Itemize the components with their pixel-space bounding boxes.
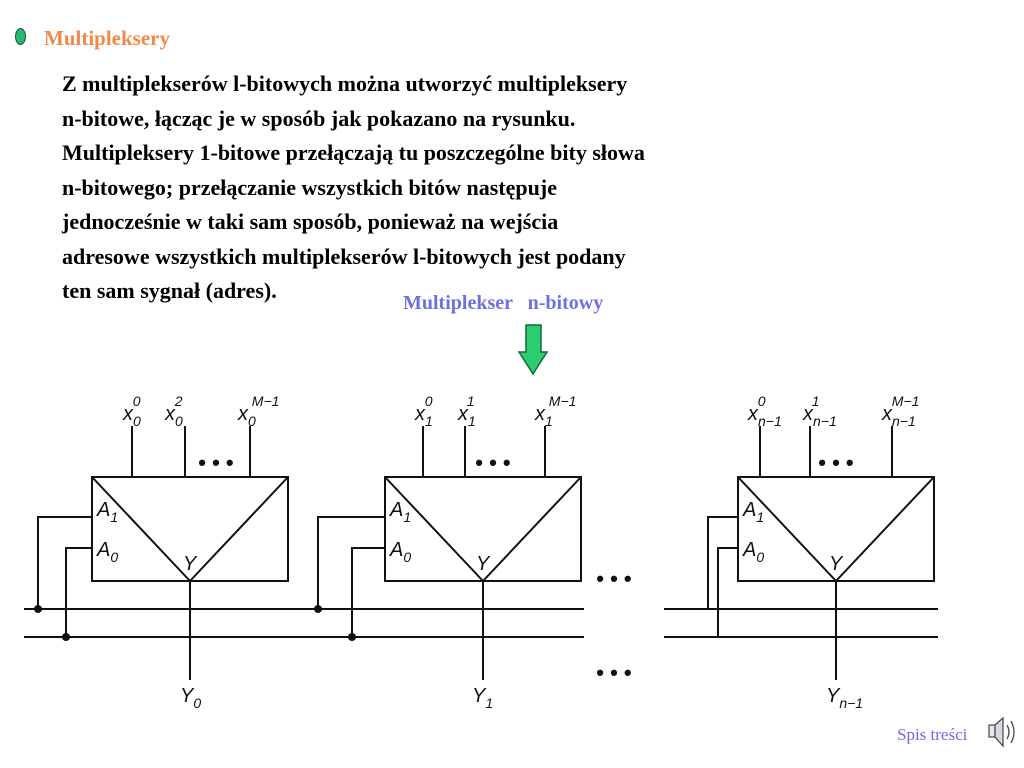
bullet-icon [15, 28, 26, 45]
output-ellipsis: • • • [596, 660, 632, 685]
input-label: xn−11 [802, 393, 836, 429]
paragraph-line: jednocześnie w taki sam sposób, ponieważ… [62, 209, 559, 234]
a0-label: A0 [96, 539, 118, 565]
inputs-ellipsis: • • • [818, 450, 854, 475]
output-label: Yn−1 [826, 685, 863, 711]
a1-label: A1 [96, 499, 118, 525]
inputs-ellipsis: • • • [475, 450, 511, 475]
output-label: Y0 [180, 685, 201, 711]
a1-label: A1 [389, 499, 411, 525]
body-paragraph: Z multiplekserów l-bitowych można utworz… [62, 67, 842, 309]
input-label: x00 [122, 393, 141, 429]
input-label: xn−10 [747, 393, 782, 429]
speaker-icon[interactable] [986, 714, 1020, 750]
y-label: Y [476, 553, 491, 575]
a0-label: A0 [742, 539, 764, 565]
slide-title: Multipleksery [44, 26, 170, 50]
input-label: x02 [164, 393, 183, 429]
diagram-caption: Multiplekser n-bitowy [403, 292, 604, 314]
paragraph-line: n-bitowe, łącząc je w sposób jak pokazan… [62, 105, 576, 131]
mux-ellipsis: • • • [596, 566, 632, 591]
a0-label: A0 [389, 539, 411, 565]
a1-label: A1 [742, 499, 764, 525]
input-label: x0M−1 [237, 393, 279, 429]
y-label: Y [829, 553, 844, 575]
paragraph-line: ten sam sygnał (adres). [62, 278, 277, 303]
inputs-ellipsis: • • • [198, 450, 234, 475]
output-label: Y1 [472, 685, 493, 711]
paragraph-line: Multipleksery 1-bitowe przełączają tu po… [62, 140, 645, 165]
input-label: x10 [414, 393, 433, 429]
y-label: Y [183, 553, 198, 575]
input-label: x1M−1 [534, 393, 576, 429]
paragraph-line: adresowe wszystkich multiplekserów l-bit… [62, 243, 626, 269]
input-label: xn−1M−1 [881, 393, 919, 429]
table-of-contents-link[interactable]: Spis treści [897, 725, 968, 744]
paragraph-line: n-bitowego; przełączanie wszystkich bitó… [62, 174, 557, 200]
down-arrow-icon [517, 324, 549, 376]
paragraph-line: Z multiplekserów l-bitowych można utworz… [62, 71, 628, 96]
input-label: x11 [457, 393, 475, 429]
